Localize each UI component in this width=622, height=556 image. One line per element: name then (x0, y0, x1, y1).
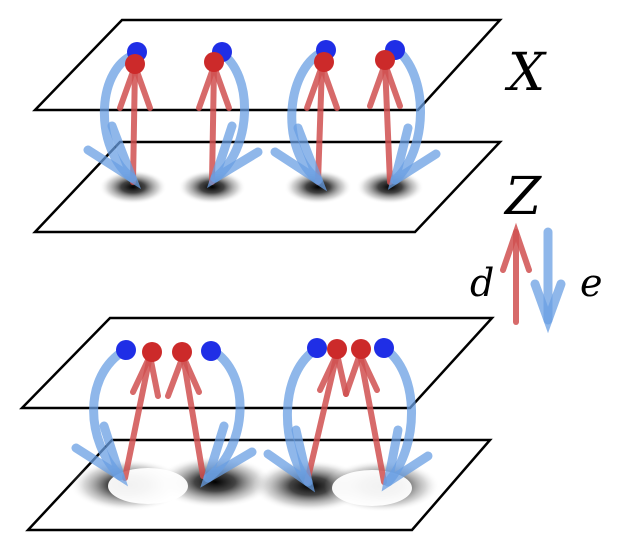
encoder-arrows-bottom (71, 343, 433, 493)
decoder-label: d (470, 261, 494, 305)
encoder-arrow (203, 345, 245, 483)
latent-plane-top (32, 140, 503, 234)
decoded-point (204, 52, 224, 72)
encoder-arrow (89, 345, 130, 481)
decoded-point (172, 342, 192, 362)
decoder-arrow (357, 351, 387, 485)
latent-blob (157, 456, 273, 508)
decoded-point (375, 50, 395, 70)
latent-space-label: Z (503, 167, 542, 227)
bottom-panel (19, 316, 495, 532)
legend: d e (470, 222, 603, 334)
decoder-arrow (122, 353, 153, 481)
data-point (307, 338, 327, 358)
decoder-legend-arrow (500, 222, 532, 325)
data-point (374, 338, 394, 358)
decoder-arrow (304, 351, 340, 485)
decoded-point (125, 54, 145, 74)
latent-blob (99, 170, 167, 204)
latent-blob (284, 170, 352, 204)
decoded-point (327, 339, 347, 359)
decoder-arrow (180, 353, 206, 479)
encoder-arrow (282, 343, 323, 487)
latent-blob (178, 170, 246, 204)
decoder-arrow (315, 63, 325, 185)
encoder-arrow (390, 43, 425, 185)
encoder-arrows-top (83, 43, 441, 192)
decoder-arrow (382, 61, 393, 185)
points-top (125, 40, 405, 74)
decoded-point (351, 339, 371, 359)
points-bottom (116, 338, 394, 362)
decoded-point (142, 342, 162, 362)
data-point (201, 341, 221, 361)
decoder-arrow (130, 63, 138, 185)
data-point (116, 340, 136, 360)
decoder-arrow (209, 63, 217, 185)
data-space-label: X (504, 43, 547, 103)
decoded-point (314, 52, 334, 72)
encoder-legend-arrow (530, 227, 566, 334)
encoder-arrow (379, 343, 416, 487)
encoder-label: e (580, 261, 603, 305)
top-panel (32, 18, 503, 234)
